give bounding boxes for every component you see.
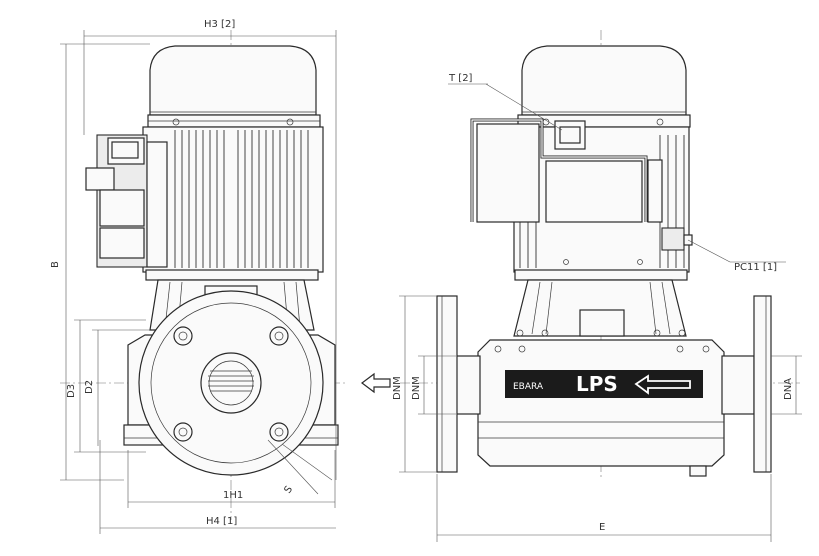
inlet-pipe (455, 355, 481, 415)
dim-h3: H3 [2] (204, 19, 235, 30)
dim-d2: D2 (84, 380, 95, 394)
dim-e: E (599, 522, 605, 533)
motor-fan-cover (149, 45, 317, 116)
dim-h4: H4 [1] (206, 516, 237, 527)
outlet-pipe (721, 355, 755, 415)
motor-body (142, 126, 324, 273)
lantern-bracket-front (513, 279, 687, 337)
dim-d3: D3 (66, 384, 77, 398)
dim-s: S (282, 484, 295, 496)
motor-fan-cover-front (521, 45, 687, 116)
dim-dnm-left: DNM (392, 376, 403, 400)
dim-b: B (50, 261, 61, 268)
side-view: H3 [2] B D3 D2 1H1 H4 [1] S (50, 19, 345, 534)
flange-bore (200, 352, 262, 414)
nameplate-arrow-icon (634, 374, 691, 395)
dim-dnm-mid: DNM (411, 376, 422, 400)
nameplate-brand: EBARA (513, 382, 544, 392)
dim-dna: DNA (783, 378, 794, 400)
front-view: EBARA LPS T [2] PC11 [1] DNM DNM DNA E (392, 30, 802, 542)
label-t: T [2] (448, 73, 473, 84)
flow-direction-arrow-icon (361, 372, 391, 394)
inlet-flange (436, 295, 458, 473)
label-pc11: PC11 [1] (734, 262, 777, 273)
nameplate (505, 370, 703, 398)
nameplate-model: LPS (576, 372, 618, 396)
outlet-flange (753, 295, 772, 473)
dim-h1: 1H1 (223, 490, 243, 501)
pc11-connector (661, 227, 685, 251)
pump-body (477, 339, 725, 467)
